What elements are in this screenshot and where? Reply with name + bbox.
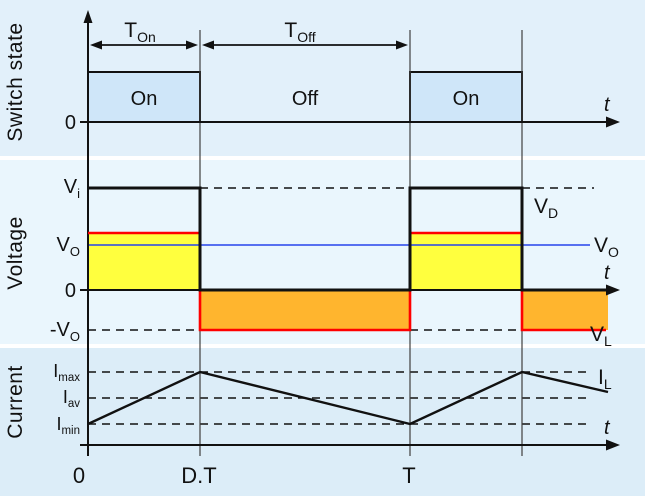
x-axis-dt-label: D.T	[181, 463, 216, 488]
switch-axis-arrowhead-icon	[606, 116, 620, 128]
t-on-label: TOn	[124, 19, 156, 45]
vi-base: V	[64, 176, 78, 198]
vo-left-sub: O	[70, 244, 80, 259]
x-axis-t-label: T	[402, 463, 415, 488]
switch-state-on-2-label: On	[453, 88, 480, 110]
t-off-base: T	[284, 19, 297, 42]
vo-right-sub: O	[608, 244, 619, 260]
vo-right-base: V	[594, 234, 608, 257]
vl-sub: L	[604, 333, 612, 349]
t-off-label: TOff	[284, 19, 315, 45]
vo-curve-label: VO	[594, 234, 619, 260]
vl-negative-area-2	[522, 290, 608, 330]
imax-base: I	[53, 361, 58, 381]
t-on-sub: On	[137, 29, 156, 45]
il-sub: L	[604, 376, 612, 392]
switch-on-pulse-1	[87, 71, 201, 123]
vd-curve-label: VD	[534, 195, 558, 221]
vi-level-label: Vi	[64, 176, 80, 201]
t-off-right-arrowhead-icon	[396, 40, 408, 50]
switch-time-axis-label: t	[604, 94, 611, 116]
switch-state-on-1-label: On	[131, 88, 158, 110]
imin-sub: min	[61, 425, 80, 437]
vl-negative-area-1	[200, 290, 410, 330]
switch-state-off-label: Off	[292, 88, 319, 110]
neg-vo-base: -V	[50, 319, 71, 341]
panel-label-voltage: Voltage	[4, 216, 27, 290]
panel-label-current: Current	[4, 365, 27, 439]
imin-base: I	[56, 414, 61, 434]
vd-diode-voltage-waveform	[88, 186, 606, 292]
switch-zero-label: 0	[65, 112, 76, 134]
current-panel-background	[0, 348, 645, 496]
neg-vo-sub: O	[70, 329, 80, 344]
imax-level-label: Imax	[53, 361, 80, 384]
x-axis-origin-label: 0	[73, 463, 85, 488]
imax-sub: max	[58, 372, 80, 384]
switch-on-pulse-2	[409, 71, 523, 123]
t-on-base: T	[124, 19, 137, 42]
panel-label-switch-state: Switch state	[4, 22, 27, 141]
vl-positive-area-1	[88, 233, 200, 290]
t-on-right-arrowhead-icon	[186, 40, 198, 50]
panel-separator-2	[0, 344, 645, 348]
current-time-axis-label: t	[604, 417, 611, 439]
vl-positive-area-2	[410, 233, 522, 290]
panel-separator-1	[0, 156, 645, 160]
imin-level-label: Imin	[56, 414, 80, 437]
current-axis-arrowhead-icon	[606, 439, 620, 451]
vi-sub: i	[77, 186, 80, 201]
vd-base: V	[534, 195, 548, 218]
vl-base: V	[590, 323, 604, 346]
vo-level-label: VO	[57, 234, 80, 259]
voltage-axis-arrowhead-icon	[606, 284, 620, 296]
il-inductor-current-waveform	[87, 370, 609, 426]
vl-curve-label: VL	[590, 323, 612, 349]
t-off-left-arrowhead-icon	[202, 40, 214, 50]
voltage-time-axis-label: t	[604, 262, 611, 284]
iav-level-label: Iav	[63, 387, 80, 410]
il-curve-label: IL	[598, 366, 612, 392]
y-axis-arrowhead-icon	[83, 10, 93, 23]
t-off-sub: Off	[297, 29, 316, 45]
iav-sub: av	[68, 398, 80, 410]
il-base: I	[598, 366, 604, 389]
neg-vo-level-label: -VO	[50, 319, 80, 344]
voltage-zero-label: 0	[65, 280, 76, 302]
vo-left-base: V	[57, 234, 71, 256]
t-on-left-arrowhead-icon	[90, 40, 102, 50]
iav-base: I	[63, 387, 68, 407]
vd-sub: D	[548, 205, 558, 221]
